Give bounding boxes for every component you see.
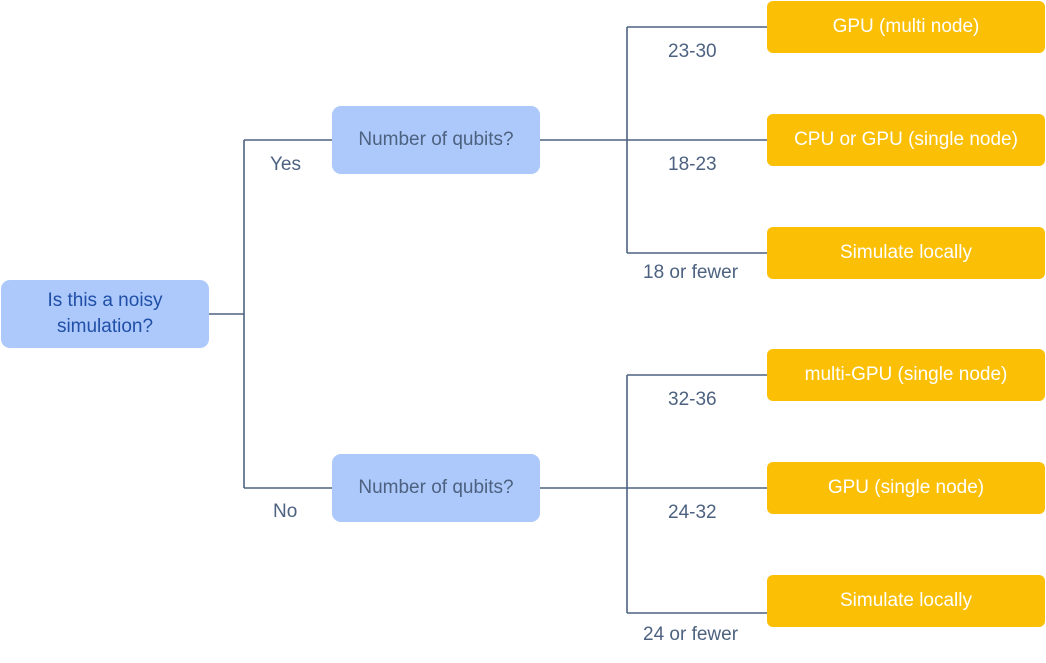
result-node: Simulate locally — [767, 575, 1045, 627]
connector-root — [209, 139, 332, 489]
qubits-question-text: Number of qubits? — [358, 129, 514, 150]
qubits-question-node-yes: Number of qubits? — [332, 106, 540, 174]
root-question-node: Is this a noisy simulation? — [1, 280, 209, 348]
root-question-line2: simulation? — [56, 316, 154, 337]
result-node: multi-GPU (single node) — [767, 349, 1045, 401]
result-node: CPU or GPU (single node) — [767, 114, 1045, 166]
connector-no — [539, 374, 767, 614]
result-text: multi-GPU (single node) — [804, 364, 1008, 385]
result-node: GPU (multi node) — [767, 1, 1045, 53]
result-text: Simulate locally — [840, 242, 972, 263]
answer-label-no: No — [273, 501, 298, 522]
qubits-question-text: Number of qubits? — [358, 477, 514, 498]
qubits-question-node-no: Number of qubits? — [332, 454, 540, 522]
result-text: GPU (multi node) — [832, 16, 980, 37]
range-label: 32-36 — [668, 389, 717, 410]
range-label: 18 or fewer — [643, 262, 739, 283]
result-node: Simulate locally — [767, 227, 1045, 279]
root-question-line1: Is this a noisy — [47, 290, 163, 311]
answer-label-yes: Yes — [270, 154, 301, 175]
result-text: CPU or GPU (single node) — [794, 129, 1018, 150]
range-label: 23-30 — [668, 41, 717, 62]
range-label: 24 or fewer — [643, 624, 739, 645]
result-node: GPU (single node) — [767, 462, 1045, 514]
range-label: 24-32 — [668, 502, 717, 523]
connector-yes — [539, 26, 767, 254]
range-label: 18-23 — [668, 154, 717, 175]
result-text: GPU (single node) — [827, 477, 985, 498]
result-text: Simulate locally — [840, 590, 972, 611]
